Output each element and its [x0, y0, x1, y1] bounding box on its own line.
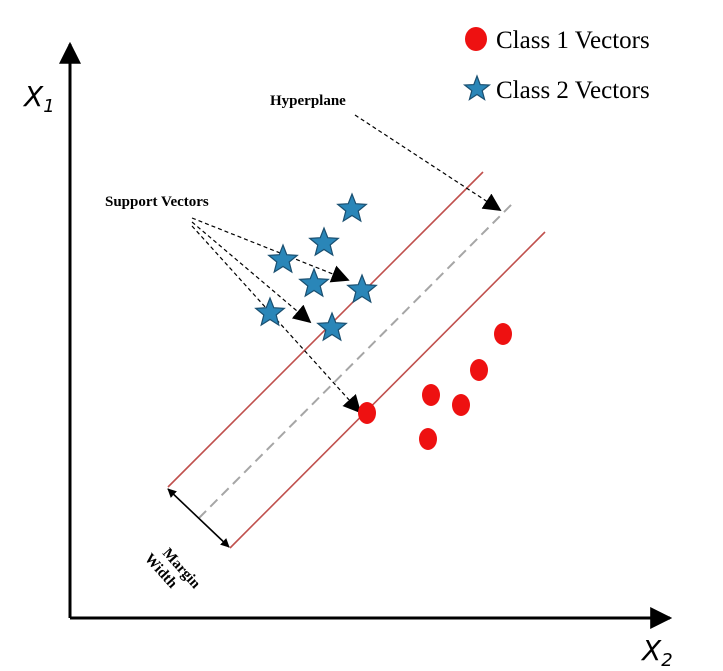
class-2-point — [346, 273, 378, 304]
hyperplane-line — [198, 201, 515, 519]
y-axis-label: X1 — [22, 80, 55, 117]
class-2-point — [336, 192, 368, 223]
legend-class-1-label: Class 1 Vectors — [496, 27, 650, 54]
margin-line-lower — [229, 231, 546, 549]
class-2-point — [316, 311, 348, 342]
support-pointer-2 — [191, 221, 312, 324]
class-2-point — [462, 74, 492, 101]
class-2-points — [254, 192, 378, 342]
class-1-point — [452, 394, 470, 416]
class-2-point — [308, 226, 340, 257]
class-2-point — [254, 296, 286, 327]
support-vectors-label: Support Vectors — [105, 194, 209, 210]
legend: Class 1 Vectors Class 2 Vectors — [462, 27, 650, 104]
margin-width-label: Margin Width — [141, 539, 206, 606]
class-1-points — [358, 323, 512, 450]
hyperplane-pointer — [354, 114, 502, 211]
class-1-point — [494, 323, 512, 345]
legend-class-2-marker — [462, 74, 492, 101]
legend-class-2-label: Class 2 Vectors — [496, 77, 650, 104]
x-axis-label: X2 — [640, 634, 673, 671]
class-1-point — [470, 359, 488, 381]
legend-class-1-marker — [465, 27, 487, 51]
class-2-point — [298, 267, 330, 298]
class-1-point — [422, 384, 440, 406]
class-1-point — [419, 428, 437, 450]
class-1-point — [358, 402, 376, 424]
class-2-point — [267, 243, 299, 274]
hyperplane-label: Hyperplane — [270, 93, 346, 109]
margin-width-arrow — [167, 488, 230, 548]
